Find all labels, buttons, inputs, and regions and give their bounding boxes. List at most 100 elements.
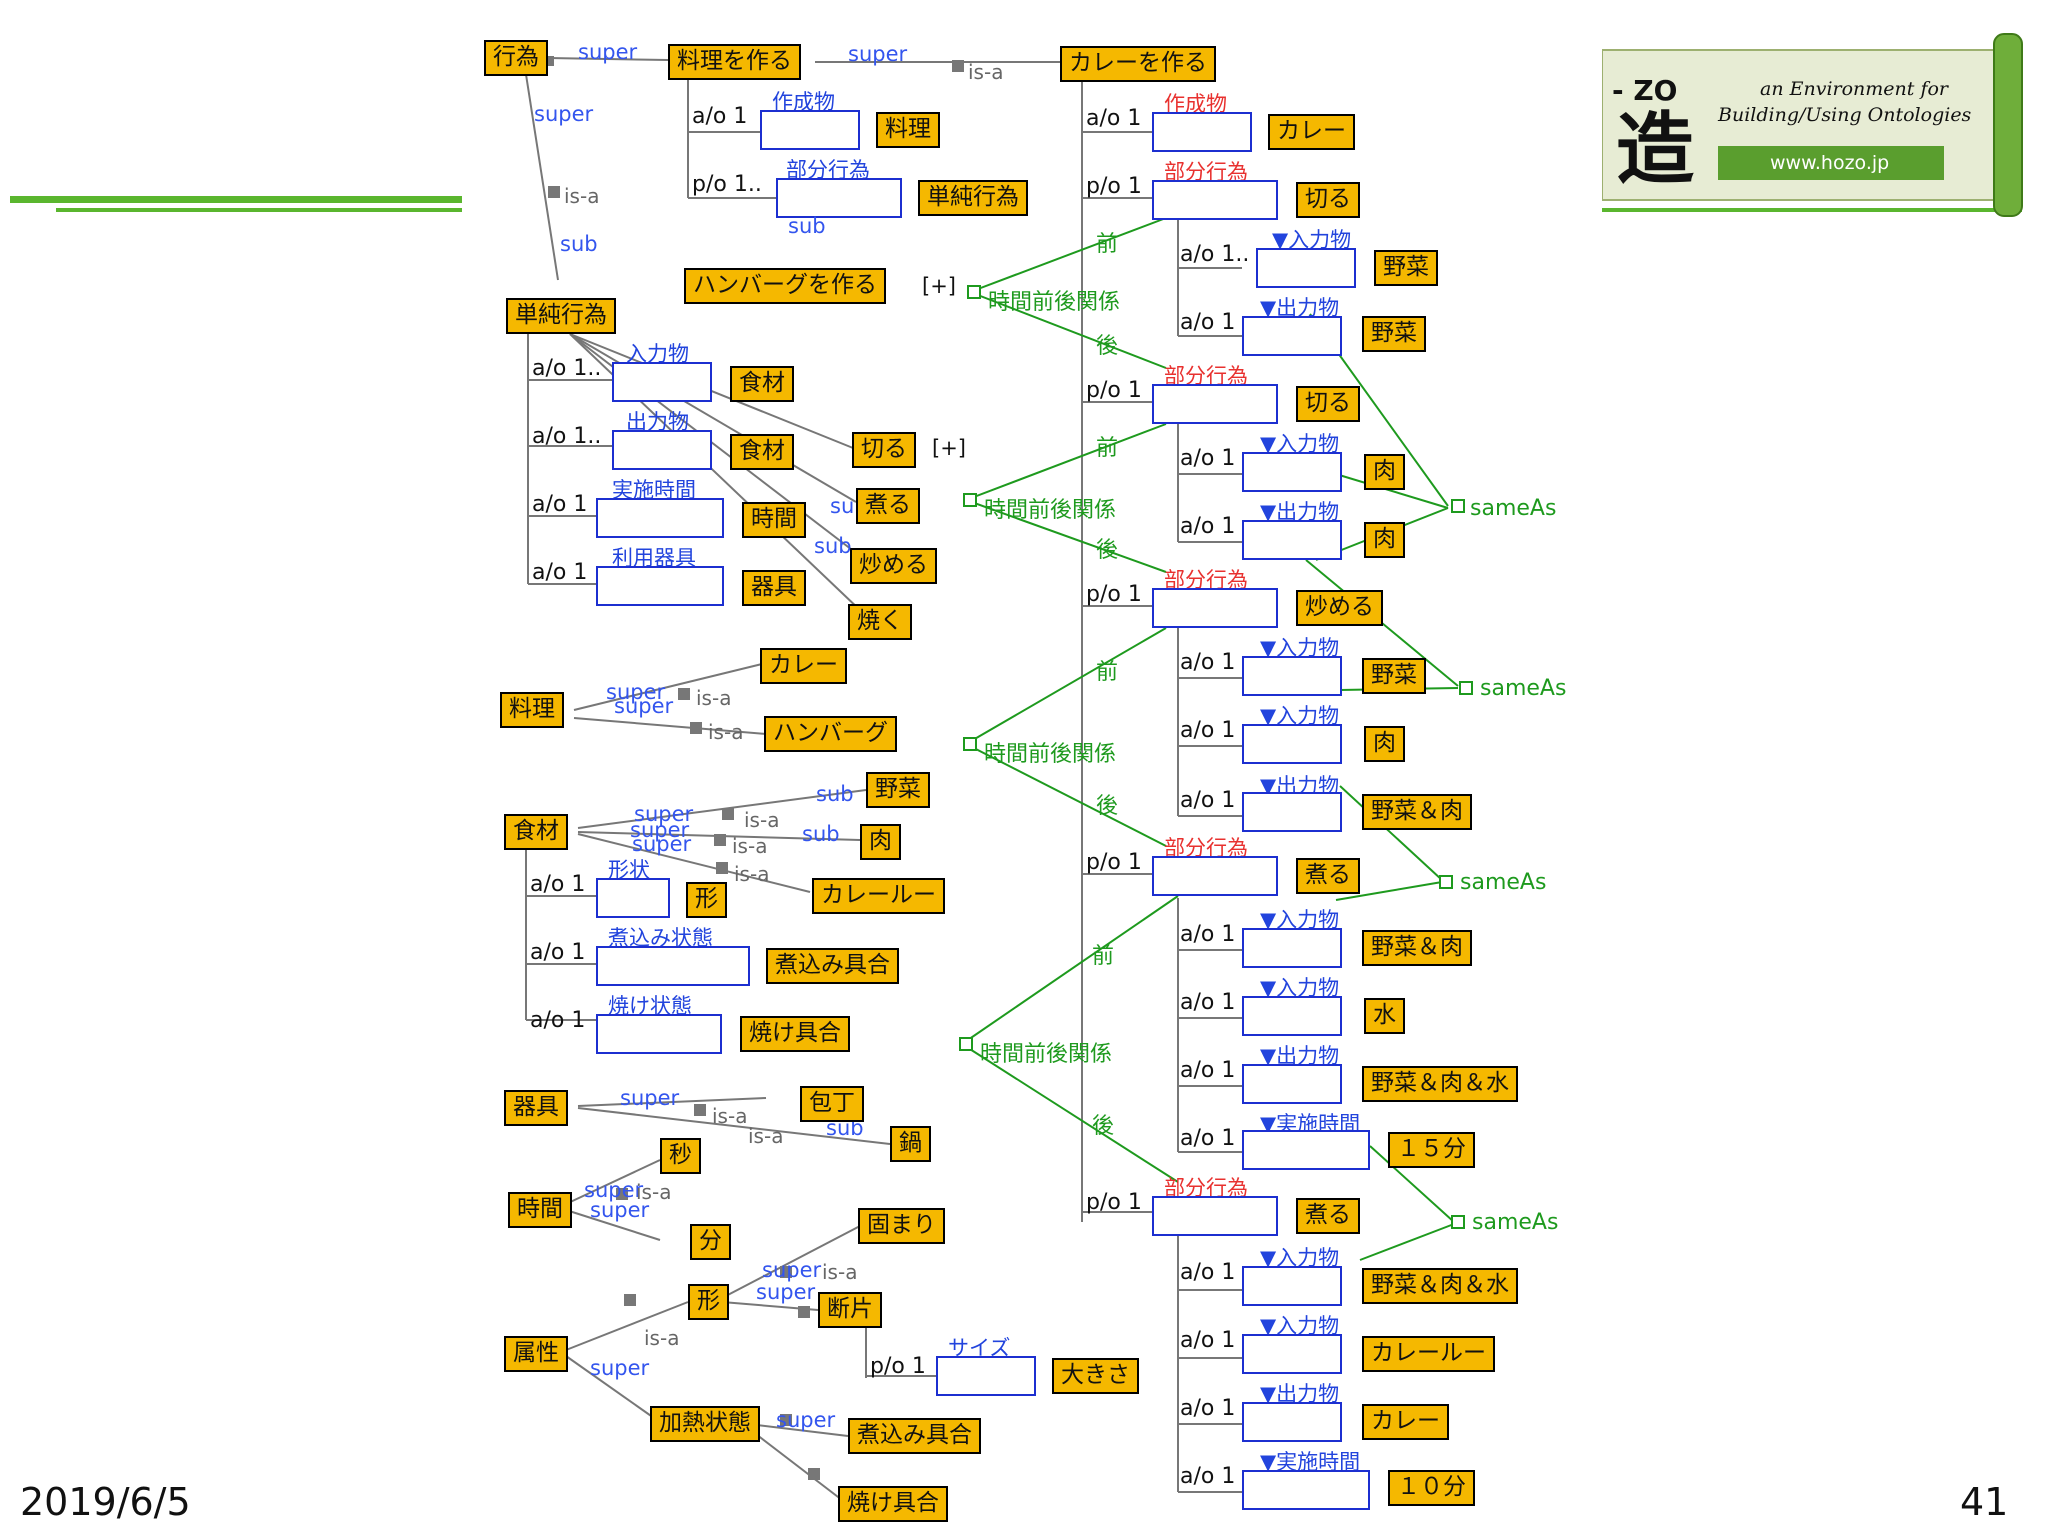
slot-shutsuryokubutsu[interactable]	[1242, 1402, 1342, 1442]
same-as-relation[interactable]: sameAs	[1460, 870, 1547, 895]
same-as-relation[interactable]: sameAs	[1480, 676, 1567, 701]
slot-jisshi-jikan[interactable]	[1242, 1130, 1370, 1170]
value-ten-min[interactable]: １０分	[1388, 1470, 1475, 1506]
expand-hamburg[interactable]: [+]	[922, 274, 956, 298]
concept-shokuzai-ref[interactable]: 食材	[730, 366, 794, 402]
concept-mizu[interactable]: 水	[1364, 998, 1405, 1034]
concept-yasai-niku-mizu-ref[interactable]: 野菜＆肉＆水	[1362, 1066, 1518, 1102]
concept-curry[interactable]: カレー	[760, 648, 847, 684]
concept-byou[interactable]: 秒	[660, 1138, 701, 1174]
concept-hamburg[interactable]: ハンバーグ	[764, 716, 897, 752]
concept-danpen[interactable]: 断片	[818, 1292, 882, 1328]
same-as-relation[interactable]: sameAs	[1470, 496, 1557, 521]
slot-nyuryokubutsu[interactable]	[1242, 452, 1342, 492]
concept-ryouri[interactable]: 料理	[500, 692, 564, 728]
concept-itameru[interactable]: 炒める	[850, 548, 937, 584]
slot-keijou[interactable]	[596, 878, 670, 918]
concept-itameru-ref[interactable]: 炒める	[1296, 590, 1383, 626]
concept-kigu-ref[interactable]: 器具	[742, 570, 806, 606]
slot-nyuryokubutsu[interactable]	[612, 362, 712, 402]
concept-niku-ref[interactable]: 肉	[1364, 522, 1405, 558]
slot-sakuseibutsu[interactable]	[1152, 112, 1252, 152]
slot-bubun-koui[interactable]	[1152, 384, 1278, 424]
slot-bubun-koui[interactable]	[1152, 856, 1278, 896]
slot-shutsuryokubutsu[interactable]	[1242, 1064, 1342, 1104]
concept-jikan-ref[interactable]: 時間	[742, 502, 806, 538]
slot-bubun-koui[interactable]	[1152, 588, 1278, 628]
slot-shutsuryokubutsu[interactable]	[1242, 792, 1342, 832]
concept-jikan[interactable]: 時間	[508, 1192, 572, 1228]
concept-kiru-ref[interactable]: 切る	[1296, 182, 1360, 218]
value-fifteen-min[interactable]: １５分	[1388, 1132, 1475, 1168]
concept-yasai-niku-ref[interactable]: 野菜＆肉	[1362, 930, 1472, 966]
slot-jisshi-jikan[interactable]	[1242, 1470, 1370, 1510]
concept-shokuzai-ref[interactable]: 食材	[730, 434, 794, 470]
slot-yake-joutai[interactable]	[596, 1014, 722, 1054]
concept-yaku[interactable]: 焼く	[848, 604, 912, 640]
concept-curry-roux[interactable]: カレールー	[812, 878, 945, 914]
concept-curry-wo-tsukuru[interactable]: カレーを作る	[1060, 46, 1216, 82]
same-as-relation[interactable]: sameAs	[1472, 1210, 1559, 1235]
concept-yasai-ref[interactable]: 野菜	[1362, 658, 1426, 694]
concept-zokusei[interactable]: 属性	[504, 1336, 568, 1372]
concept-hamburg-wo-tsukuru[interactable]: ハンバーグを作る	[684, 268, 886, 304]
concept-yasai-ref[interactable]: 野菜	[1362, 316, 1426, 352]
slot-bubun-koui[interactable]	[776, 178, 902, 218]
concept-fun[interactable]: 分	[690, 1224, 731, 1260]
concept-kanetsu-joutai[interactable]: 加熱状態	[650, 1406, 760, 1442]
concept-koui[interactable]: 行為	[484, 40, 548, 76]
concept-niru[interactable]: 煮る	[856, 488, 920, 524]
concept-nabe[interactable]: 鍋	[890, 1126, 931, 1162]
concept-yake-guai-ref[interactable]: 焼け具合	[740, 1016, 850, 1052]
slot-nyuryokubutsu[interactable]	[1242, 996, 1342, 1036]
concept-yasai-niku-mizu-ref[interactable]: 野菜＆肉＆水	[1362, 1268, 1518, 1304]
concept-ryouri-ref[interactable]: 料理	[876, 112, 940, 148]
slot-bubun-koui[interactable]	[1152, 1196, 1278, 1236]
concept-nikomi-guai-ref[interactable]: 煮込み具合	[766, 948, 899, 984]
concept-kiru-ref[interactable]: 切る	[1296, 386, 1360, 422]
concept-tanjun-koui[interactable]: 単純行為	[506, 298, 616, 334]
concept-curry-roux-ref[interactable]: カレールー	[1362, 1336, 1495, 1372]
concept-nikomi-guai[interactable]: 煮込み具合	[848, 1418, 981, 1454]
concept-katachi-ref[interactable]: 形	[686, 882, 727, 918]
slot-nyuryokubutsu[interactable]	[1256, 248, 1356, 288]
slot-shutsuryokubutsu[interactable]	[612, 430, 712, 470]
slot-nyuryokubutsu[interactable]	[1242, 656, 1342, 696]
concept-kiru[interactable]: 切る	[852, 432, 916, 468]
slot-riyou-kigu[interactable]	[596, 566, 724, 606]
slot-nyuryokubutsu[interactable]	[1242, 1266, 1342, 1306]
slot-jisshi-jikan[interactable]	[596, 498, 724, 538]
temporal-relation[interactable]: 時間前後関係	[980, 1042, 1113, 1067]
concept-niru-ref[interactable]: 煮る	[1296, 858, 1360, 894]
concept-curry-ref[interactable]: カレー	[1362, 1404, 1449, 1440]
concept-ookisa[interactable]: 大きさ	[1052, 1358, 1139, 1394]
concept-katamari[interactable]: 固まり	[858, 1208, 945, 1244]
concept-niku-ref[interactable]: 肉	[1364, 726, 1405, 762]
concept-shokuzai[interactable]: 食材	[504, 814, 568, 850]
concept-yasai[interactable]: 野菜	[866, 772, 930, 808]
concept-curry-ref[interactable]: カレー	[1268, 114, 1355, 150]
concept-yasai-ref[interactable]: 野菜	[1374, 250, 1438, 286]
concept-tanjun-koui-ref[interactable]: 単純行為	[918, 180, 1028, 216]
concept-houchou[interactable]: 包丁	[800, 1086, 864, 1122]
slot-sakuseibutsu[interactable]	[760, 110, 860, 150]
slot-nyuryokubutsu[interactable]	[1242, 928, 1342, 968]
slot-bubun-koui[interactable]	[1152, 180, 1278, 220]
concept-niku[interactable]: 肉	[860, 824, 901, 860]
temporal-relation[interactable]: 時間前後関係	[988, 290, 1121, 315]
concept-niku-ref[interactable]: 肉	[1364, 454, 1405, 490]
concept-yasai-niku-ref[interactable]: 野菜＆肉	[1362, 794, 1472, 830]
concept-ryouri-wo-tsukuru[interactable]: 料理を作る	[668, 44, 801, 80]
temporal-relation[interactable]: 時間前後関係	[984, 742, 1117, 767]
slot-size[interactable]	[936, 1356, 1036, 1396]
slot-nyuryokubutsu[interactable]	[1242, 724, 1342, 764]
concept-katachi[interactable]: 形	[688, 1284, 729, 1320]
expand-kiru[interactable]: [+]	[932, 436, 966, 460]
concept-kigu[interactable]: 器具	[504, 1090, 568, 1126]
temporal-relation[interactable]: 時間前後関係	[984, 498, 1117, 523]
concept-yake-guai[interactable]: 焼け具合	[838, 1486, 948, 1522]
slot-shutsuryokubutsu[interactable]	[1242, 520, 1342, 560]
slot-nikomi-joutai[interactable]	[596, 946, 750, 986]
concept-niru-ref[interactable]: 煮る	[1296, 1198, 1360, 1234]
slot-shutsuryokubutsu[interactable]	[1242, 316, 1342, 356]
